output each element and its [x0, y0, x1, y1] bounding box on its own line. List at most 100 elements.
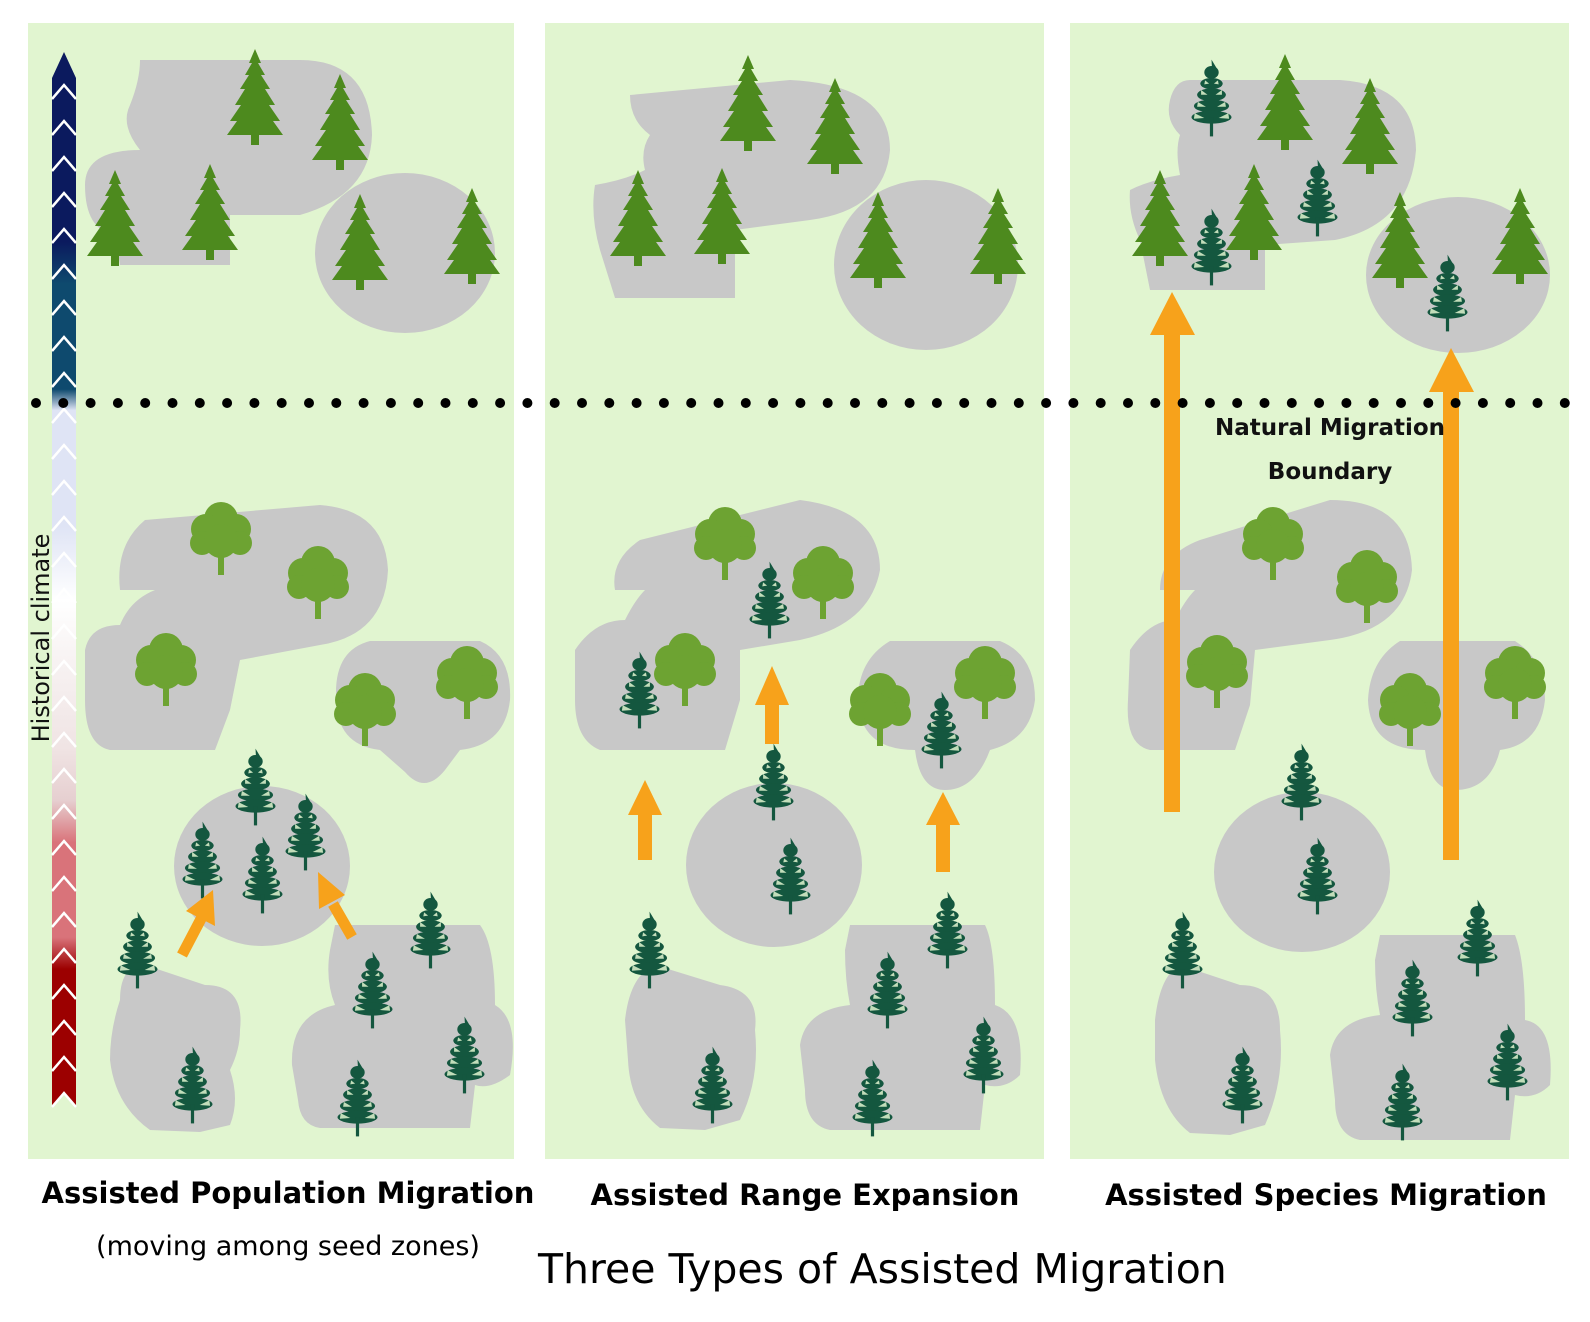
boundary-dot: [413, 398, 424, 408]
climate-chevron: [51, 767, 77, 784]
panel-1-arrows: [177, 872, 357, 958]
climate-chevron: [51, 839, 77, 856]
boundary-dot: [1204, 398, 1215, 408]
climate-chevron: [51, 551, 77, 568]
boundary-dot: [604, 398, 615, 408]
boundary-dot: [904, 398, 915, 408]
climate-chevron: [51, 371, 77, 388]
boundary-dot: [1450, 398, 1461, 408]
boundary-label-line-2: Boundary: [1268, 459, 1392, 485]
boundary-dot: [1423, 398, 1434, 408]
boundary-dot: [577, 398, 587, 408]
boundary-dot: [1013, 398, 1024, 408]
climate-arrow: [51, 52, 77, 1108]
boundary-dot: [522, 398, 533, 408]
boundary-dot: [1396, 398, 1406, 408]
boundary-dot: [1505, 398, 1516, 408]
boundary-dot: [495, 398, 506, 408]
boundary-dot: [331, 398, 342, 408]
boundary-dot: [1341, 398, 1352, 408]
climate-chevron: [51, 479, 77, 496]
climate-chevron: [51, 731, 77, 748]
boundary-dot: [959, 398, 970, 408]
boundary-dot: [1368, 398, 1379, 408]
climate-chevron: [51, 263, 77, 280]
boundary-dot: [112, 398, 123, 408]
panel-3-title: Assisted Species Migration: [1105, 1178, 1547, 1212]
climate-chevron: [51, 191, 77, 208]
climate-chevron: [51, 623, 77, 640]
up-arrow-icon: [318, 872, 357, 940]
climate-chevron: [51, 803, 77, 820]
climate-chevron: [51, 1091, 77, 1108]
boundary-dot: [1123, 398, 1133, 408]
boundary-dot: [1150, 398, 1161, 408]
climate-chevron: [51, 443, 77, 460]
boundary-dot: [986, 398, 997, 408]
panel-3-arrows: [1150, 292, 1474, 860]
boundary-dot: [740, 398, 751, 408]
climate-chevron: [51, 1055, 77, 1072]
boundary-dot: [1095, 398, 1106, 408]
boundary-dot: [276, 398, 287, 408]
climate-chevron: [51, 155, 77, 172]
boundary-dot: [467, 398, 478, 408]
up-arrow-icon: [926, 792, 960, 872]
boundary-dot: [167, 398, 178, 408]
boundary-dot: [194, 398, 205, 408]
boundary-dot: [795, 398, 806, 408]
boundary-label-line-1: Natural Migration: [1215, 415, 1445, 441]
climate-axis-label: Historical climate: [27, 534, 55, 743]
boundary-dot: [85, 398, 96, 408]
climate-chevron: [51, 515, 77, 532]
climate-chevron: [51, 911, 77, 928]
up-arrow-icon: [1429, 348, 1474, 860]
boundary-dot: [549, 398, 560, 408]
boundary-dot: [686, 398, 697, 408]
boundary-dot: [1232, 398, 1243, 408]
climate-chevron: [51, 947, 77, 964]
boundary-dot: [1041, 398, 1052, 408]
boundary-dot: [31, 398, 41, 408]
climate-chevron: [51, 227, 77, 244]
climate-chevron: [51, 1019, 77, 1036]
boundary-dot: [249, 398, 260, 408]
climate-chevron: [51, 587, 77, 604]
boundary-dot: [140, 398, 151, 408]
up-arrow-icon: [177, 890, 215, 958]
boundary-dot: [713, 398, 724, 408]
climate-chevron: [51, 407, 77, 424]
boundary-dot: [1286, 398, 1297, 408]
up-arrow-icon: [755, 666, 789, 744]
boundary-dot: [304, 398, 314, 408]
up-arrow-icon: [628, 780, 662, 860]
panel-1-title: Assisted Population Migration: [41, 1176, 535, 1210]
boundary-dot: [850, 398, 860, 408]
boundary-dot: [822, 398, 833, 408]
climate-chevron: [51, 299, 77, 316]
climate-chevron: [51, 875, 77, 892]
boundary-dot: [1532, 398, 1543, 408]
climate-chevron: [51, 335, 77, 352]
boundary-dot: [658, 398, 669, 408]
boundary-dot: [768, 398, 779, 408]
boundary-dot: [222, 398, 233, 408]
boundary-dot: [440, 398, 451, 408]
boundary-dot: [1314, 398, 1325, 408]
boundary-dot: [1559, 398, 1570, 408]
boundary-dot: [58, 398, 69, 408]
boundary-dot: [877, 398, 888, 408]
boundary-dot: [631, 398, 642, 408]
climate-chevron: [51, 983, 77, 1000]
main-title: Three Types of Assisted Migration: [538, 1245, 1227, 1293]
up-arrow-icon: [1150, 292, 1195, 812]
boundary-dot: [1177, 398, 1188, 408]
boundary-dot: [1259, 398, 1270, 408]
boundary-dot: [1068, 398, 1079, 408]
climate-chevron: [51, 83, 77, 100]
natural-migration-boundary-line: [31, 398, 1570, 408]
panel-2-title: Assisted Range Expansion: [590, 1178, 1020, 1212]
climate-chevron: [51, 659, 77, 676]
